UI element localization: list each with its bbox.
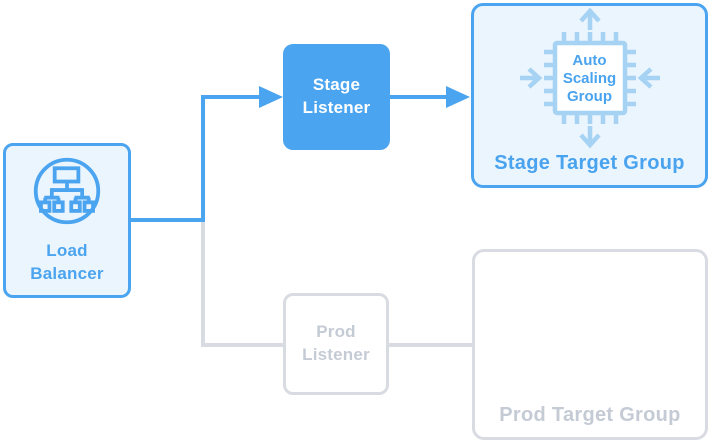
- edge-lb-to-stage-listener-horizontal: [201, 95, 261, 99]
- load-balancer-label: Load Balancer: [30, 241, 104, 283]
- stage-listener-label: Stage Listener: [302, 75, 371, 117]
- load-balancer-node: Load Balancer: [3, 143, 131, 298]
- stage-target-group-label: Stage Target Group: [494, 152, 685, 174]
- edge-lb-to-prod-listener-horizontal: [201, 343, 283, 347]
- edge-stage-listener-to-stage-target-group: [388, 95, 448, 99]
- arrowhead-icon: [446, 86, 470, 108]
- edge-lb-out-horizontal: [129, 218, 205, 222]
- stage-target-group-node: Auto Scaling Group Stage Target Group: [471, 3, 708, 188]
- auto-scaling-chip-icon: [490, 6, 690, 156]
- arrowhead-icon: [259, 86, 283, 108]
- prod-listener-label: Prod Listener: [302, 322, 370, 364]
- edge-lb-to-prod-listener-vertical: [201, 220, 205, 345]
- prod-target-group-label: Prod Target Group: [499, 404, 681, 426]
- load-balancer-network-icon: [31, 155, 103, 232]
- edge-lb-to-stage-listener-vertical: [201, 95, 205, 222]
- prod-listener-node: Prod Listener: [283, 293, 389, 395]
- edge-prod-listener-to-prod-target-group: [387, 343, 473, 347]
- prod-target-group-node: Prod Target Group: [472, 249, 708, 440]
- stage-listener-node: Stage Listener: [283, 44, 390, 150]
- auto-scaling-group-label: Auto Scaling Group: [562, 52, 617, 105]
